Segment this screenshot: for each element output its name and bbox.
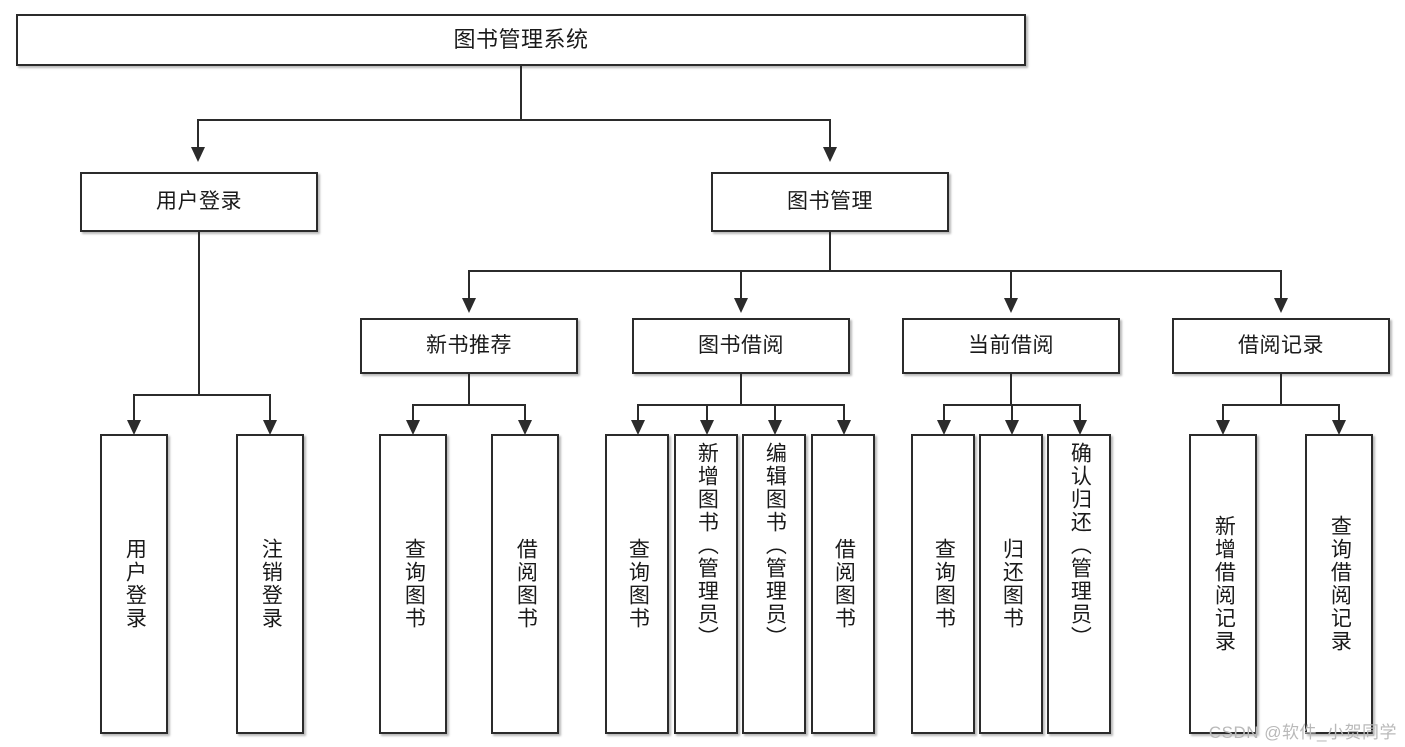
node-user-login[interactable]: 用户登录 bbox=[80, 172, 318, 232]
node-book-management[interactable]: 图书管理 bbox=[711, 172, 949, 232]
arrowhead-leaf-cb-2 bbox=[1005, 420, 1019, 435]
leaf-bb-add-book-admin[interactable]: 新增图书（管理员） bbox=[674, 434, 738, 734]
arrowhead-leaf-logout bbox=[263, 420, 277, 435]
leaf-nbr-query-book[interactable]: 查询图书 bbox=[379, 434, 447, 734]
node-label: 借阅图书 bbox=[514, 538, 538, 630]
connector-br-drop-2 bbox=[1338, 404, 1340, 420]
connector-bb-drop-3 bbox=[774, 404, 776, 420]
arrowhead-leaf-br-2 bbox=[1332, 420, 1346, 435]
node-label: 归还图书 bbox=[1000, 538, 1024, 630]
connector-bm-drop-4 bbox=[1280, 270, 1282, 298]
connector-user-login-drop-2 bbox=[269, 394, 271, 420]
leaf-logout[interactable]: 注销登录 bbox=[236, 434, 304, 734]
connector-cb-stem bbox=[1010, 374, 1012, 404]
arrowhead-leaf-nbr-2 bbox=[518, 420, 532, 435]
arrowhead-leaf-br-1 bbox=[1216, 420, 1230, 435]
connector-bm-drop-2 bbox=[740, 270, 742, 298]
connector-nbr-drop-2 bbox=[524, 404, 526, 420]
connector-bb-drop-4 bbox=[843, 404, 845, 420]
arrowhead-leaf-cb-1 bbox=[937, 420, 951, 435]
node-label: 图书管理 bbox=[787, 190, 873, 214]
leaf-bb-query-book[interactable]: 查询图书 bbox=[605, 434, 669, 734]
arrowhead-leaf-bb-1 bbox=[631, 420, 645, 435]
connector-cb-drop-2 bbox=[1011, 404, 1013, 420]
connector-br-drop-1 bbox=[1222, 404, 1224, 420]
leaf-br-add-record[interactable]: 新增借阅记录 bbox=[1189, 434, 1257, 734]
connector-root-drop-left bbox=[197, 119, 199, 147]
node-label: 查询借阅记录 bbox=[1328, 515, 1352, 653]
connector-bb-drop-2 bbox=[706, 404, 708, 420]
connector-nbr-bus bbox=[412, 404, 524, 406]
leaf-br-query-record[interactable]: 查询借阅记录 bbox=[1305, 434, 1373, 734]
node-book-borrow[interactable]: 图书借阅 bbox=[632, 318, 850, 374]
connector-root-stem bbox=[520, 66, 522, 119]
node-label: 查询图书 bbox=[402, 538, 426, 630]
node-new-book-recommend[interactable]: 新书推荐 bbox=[360, 318, 578, 374]
arrowhead-to-user-login bbox=[191, 147, 205, 162]
connector-root-bus bbox=[197, 119, 831, 121]
connector-user-login-stem bbox=[198, 232, 200, 394]
connector-br-stem bbox=[1280, 374, 1282, 404]
arrowhead-leaf-bb-2 bbox=[700, 420, 714, 435]
leaf-bb-borrow-book[interactable]: 借阅图书 bbox=[811, 434, 875, 734]
connector-book-management-bus bbox=[468, 270, 1282, 272]
connector-nbr-stem bbox=[468, 374, 470, 404]
arrowhead-to-book-borrow bbox=[734, 298, 748, 313]
node-label: 查询图书 bbox=[626, 538, 650, 630]
leaf-bb-edit-book-admin[interactable]: 编辑图书（管理员） bbox=[742, 434, 806, 734]
connector-user-login-bus bbox=[133, 394, 269, 396]
leaf-nbr-borrow-book[interactable]: 借阅图书 bbox=[491, 434, 559, 734]
connector-user-login-drop-1 bbox=[133, 394, 135, 420]
connector-root-drop-right bbox=[829, 119, 831, 147]
connector-nbr-drop-1 bbox=[412, 404, 414, 420]
leaf-user-login[interactable]: 用户登录 bbox=[100, 434, 168, 734]
connector-bm-drop-3 bbox=[1010, 270, 1012, 298]
node-label: 新增图书（管理员） bbox=[695, 442, 719, 649]
node-label: 确认归还（管理员） bbox=[1068, 442, 1092, 649]
connector-bb-stem bbox=[740, 374, 742, 404]
arrowhead-to-current-borrow bbox=[1004, 298, 1018, 313]
node-label: 新书推荐 bbox=[426, 334, 512, 358]
arrowhead-to-new-book-recommend bbox=[462, 298, 476, 313]
connector-book-management-stem bbox=[829, 232, 831, 270]
connector-cb-drop-1 bbox=[943, 404, 945, 420]
connector-br-bus bbox=[1222, 404, 1338, 406]
arrowhead-leaf-bb-3 bbox=[768, 420, 782, 435]
arrowhead-leaf-bb-4 bbox=[837, 420, 851, 435]
connector-bb-bus bbox=[637, 404, 845, 406]
node-label: 借阅记录 bbox=[1238, 334, 1324, 358]
leaf-cb-query-book[interactable]: 查询图书 bbox=[911, 434, 975, 734]
arrowhead-to-book-management bbox=[823, 147, 837, 162]
connector-bm-drop-1 bbox=[468, 270, 470, 298]
node-label: 编辑图书（管理员） bbox=[763, 442, 787, 649]
leaf-cb-return-book[interactable]: 归还图书 bbox=[979, 434, 1043, 734]
arrowhead-to-borrow-record bbox=[1274, 298, 1288, 313]
arrowhead-leaf-nbr-1 bbox=[406, 420, 420, 435]
watermark-text: CSDN @软件_小贺同学 bbox=[1208, 723, 1397, 742]
connector-cb-drop-3 bbox=[1079, 404, 1081, 420]
node-label: 借阅图书 bbox=[832, 538, 856, 630]
node-root-book-management-system[interactable]: 图书管理系统 bbox=[16, 14, 1026, 66]
arrowhead-leaf-user-login bbox=[127, 420, 141, 435]
node-current-borrow[interactable]: 当前借阅 bbox=[902, 318, 1120, 374]
node-label: 用户登录 bbox=[156, 190, 242, 214]
node-label: 图书借阅 bbox=[698, 334, 784, 358]
node-label: 图书管理系统 bbox=[453, 26, 589, 52]
node-label: 用户登录 bbox=[123, 538, 147, 630]
arrowhead-leaf-cb-3 bbox=[1073, 420, 1087, 435]
node-borrow-record[interactable]: 借阅记录 bbox=[1172, 318, 1390, 374]
node-label: 注销登录 bbox=[259, 538, 283, 630]
node-label: 当前借阅 bbox=[968, 334, 1054, 358]
leaf-cb-confirm-return-admin[interactable]: 确认归还（管理员） bbox=[1047, 434, 1111, 734]
node-label: 查询图书 bbox=[932, 538, 956, 630]
connector-bb-drop-1 bbox=[637, 404, 639, 420]
node-label: 新增借阅记录 bbox=[1212, 515, 1236, 653]
